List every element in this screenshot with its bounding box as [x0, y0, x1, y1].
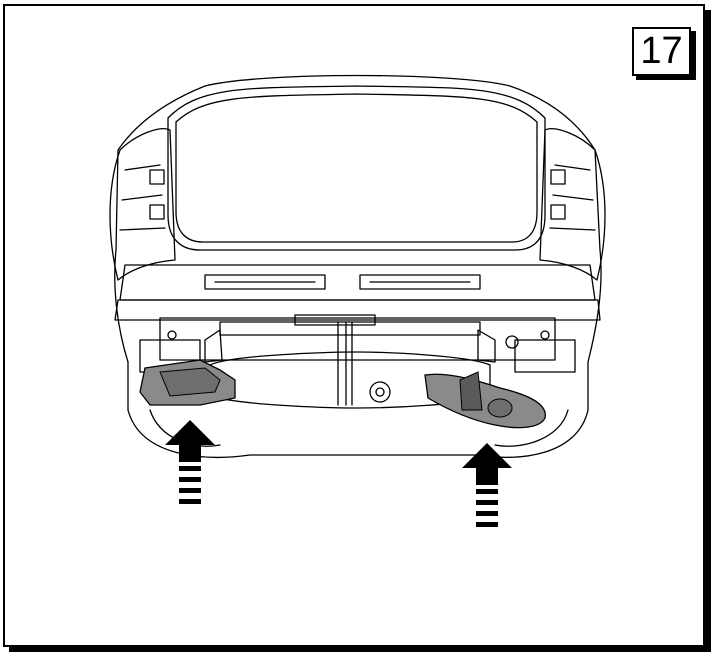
tow-socket	[369, 381, 391, 403]
step-badge-shadow-bottom	[636, 76, 696, 80]
frame-shadow-bottom	[9, 647, 711, 652]
left-taillight	[109, 128, 176, 281]
right-taillight	[539, 128, 606, 281]
bracket-plate	[159, 317, 556, 361]
rear-window	[167, 85, 546, 251]
step-number-badge: 17	[632, 27, 691, 76]
frame-shadow-right	[705, 10, 711, 651]
right-shaded-part	[424, 373, 546, 429]
upper-crossmember	[119, 264, 596, 301]
up-arrow-icon	[165, 420, 215, 504]
up-arrow-icon	[462, 443, 512, 527]
step-badge-shadow-right	[691, 31, 696, 80]
